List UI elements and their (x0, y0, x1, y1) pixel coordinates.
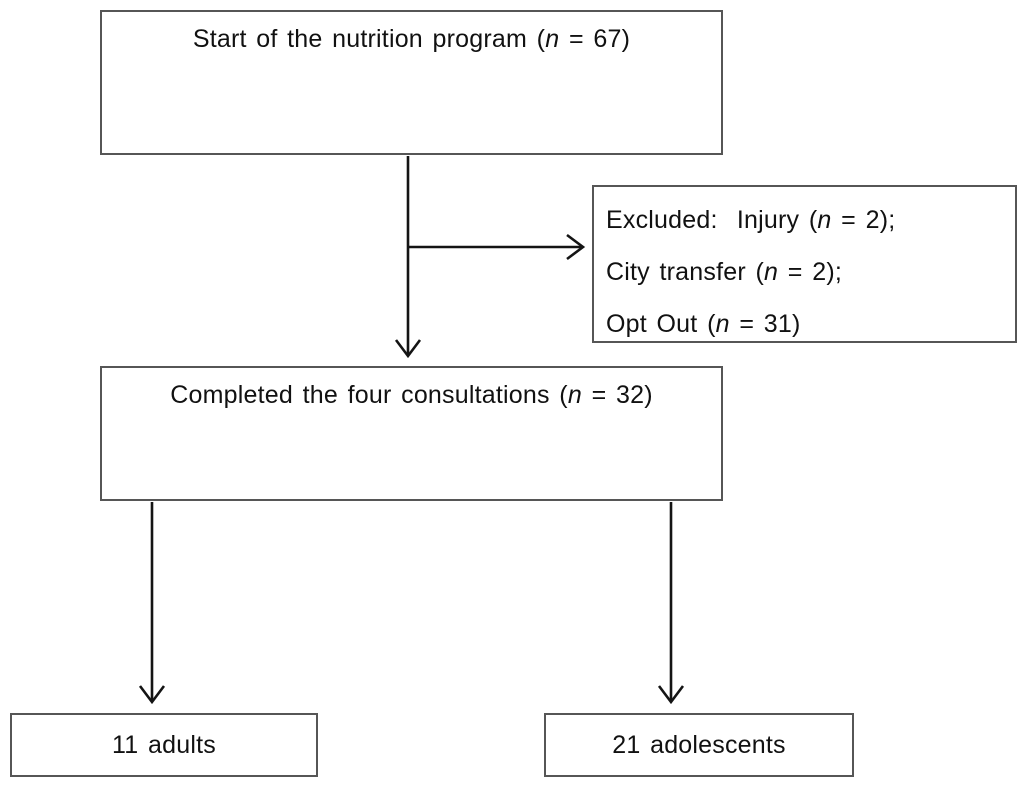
arrow-branch-to-excluded (409, 233, 586, 261)
excluded-line-1: Excluded: Injury (n = 2); (606, 194, 1003, 246)
completed-label-n: n (567, 381, 582, 409)
start-label: Start of the nutrition program (n = 67) (193, 25, 630, 53)
start-label-pre: Start of the nutrition program ( (192, 25, 546, 53)
excluded-line-2-post: = 2); (778, 258, 843, 286)
start-label-n: n (545, 25, 560, 53)
completed-label-post: = 32) (581, 381, 653, 409)
flow-box-excluded: Excluded: Injury (n = 2); City transfer … (592, 185, 1017, 343)
excluded-line-3-n: n (715, 310, 730, 338)
excluded-line-3: Opt Out (n = 31) (606, 298, 1003, 350)
arrow-start-to-completed (394, 156, 422, 359)
flow-box-adolescents: 21 adolescents (544, 713, 854, 777)
flow-box-start: Start of the nutrition program (n = 67) (100, 10, 723, 155)
excluded-line-1-post: = 2); (831, 206, 896, 234)
excluded-line-2: City transfer (n = 2); (606, 246, 1003, 298)
arrow-completed-to-adolescents (657, 502, 685, 705)
flow-box-adults: 11 adults (10, 713, 318, 777)
adolescents-label: 21 adolescents (612, 731, 786, 759)
excluded-line-3-pre: Opt Out ( (606, 310, 716, 338)
excluded-line-1-pre: Excluded: Injury ( (606, 206, 818, 234)
arrow-completed-to-adults (138, 502, 166, 705)
excluded-line-3-post: = 31) (729, 310, 801, 338)
excluded-line-1-n: n (817, 206, 832, 234)
flow-box-completed: Completed the four consultations (n = 32… (100, 366, 723, 501)
start-label-post: = 67) (559, 25, 631, 53)
excluded-line-2-n: n (764, 258, 779, 286)
adults-label: 11 adults (112, 731, 216, 759)
completed-label: Completed the four consultations (n = 32… (170, 381, 653, 409)
excluded-line-2-pre: City transfer ( (606, 258, 765, 286)
completed-label-pre: Completed the four consultations ( (170, 381, 568, 409)
